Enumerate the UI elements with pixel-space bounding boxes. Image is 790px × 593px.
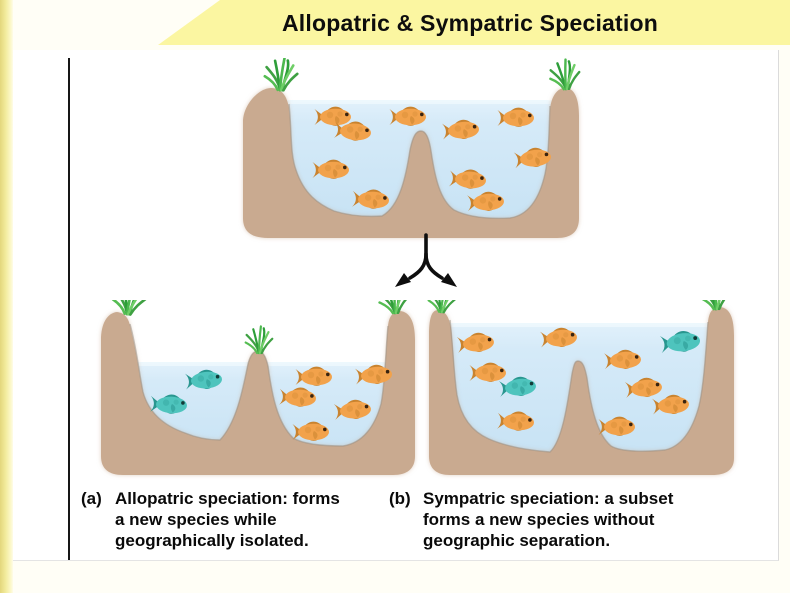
grass-icon: [377, 300, 411, 316]
speciation-figure: (a) Allopatric speciation: forms a new s…: [13, 50, 779, 561]
caption-label: (a): [81, 489, 102, 508]
caption-allopatric: (a) Allopatric speciation: forms a new s…: [81, 488, 393, 551]
caption-text: Allopatric speciation: forms a new speci…: [115, 489, 340, 550]
land-mass: [429, 307, 734, 475]
slide-title: Allopatric & Sympatric Speciation: [282, 10, 658, 36]
grass-icon: [244, 325, 274, 355]
banner-background: [158, 0, 790, 45]
caption-label: (b): [389, 489, 411, 508]
land-mass: [101, 311, 415, 475]
left-edge-strip: [0, 0, 13, 593]
grass-icon: [697, 300, 733, 312]
land-mass: [243, 87, 579, 238]
grass-icon: [426, 300, 458, 315]
figure-left-rule: [68, 58, 70, 560]
split-arrow-icon: [395, 233, 457, 287]
title-banner: Allopatric & Sympatric Speciation: [0, 0, 790, 45]
grass-icon: [547, 58, 582, 92]
grass-icon: [262, 58, 300, 93]
lake-sympatric: [426, 300, 734, 475]
caption-sympatric: (b) Sympatric speciation: a subset forms…: [389, 488, 729, 551]
caption-text: Sympatric speciation: a subset forms a n…: [423, 489, 674, 550]
lake-allopatric: [101, 300, 415, 475]
lake-original-population: [243, 58, 582, 238]
